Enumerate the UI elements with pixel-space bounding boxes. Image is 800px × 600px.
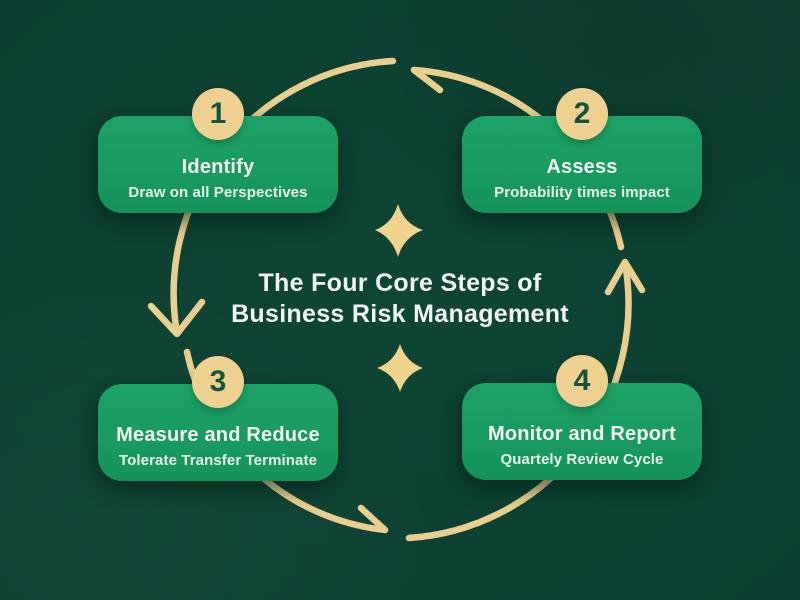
sparkle-top-icon [375,204,423,257]
step-label: Measure and Reduce [116,424,320,446]
step-number: 2 [573,97,591,130]
step-number-badge: 2 [556,88,608,140]
step-card-assess: 2 Assess Probability times impact [462,88,702,213]
step-number: 3 [209,365,227,398]
step-label: Assess [546,156,618,178]
step-card-identify: 1 Identify Draw on all Perspectives [98,88,338,213]
step-sublabel: Tolerate Transfer Terminate [118,452,318,469]
arrowhead-up-icon [604,258,646,296]
step-number: 4 [573,364,591,397]
arrowhead-left-icon [410,66,444,94]
step-label: Identify [181,156,255,178]
step-card-monitor-and-report: 4 Monitor and Report Quartely Review Cyc… [462,355,702,480]
step-number-badge: 3 [192,356,244,408]
diagram-title-line1: The Four Core Steps of [258,269,542,297]
arrowhead-right-icon [357,504,389,534]
sparkle-bottom-icon [377,344,423,392]
step-number: 1 [209,97,227,130]
diagram-title: The Four Core Steps of Business Risk Man… [150,268,650,330]
step-label: Monitor and Report [487,423,677,445]
diagram-title-line2: Business Risk Management [231,300,569,328]
step-number-badge: 4 [556,355,608,407]
step-card-measure-and-reduce: 3 Measure and Reduce Tolerate Transfer T… [98,356,338,481]
step-sublabel: Draw on all Perspectives [128,184,308,201]
arrowhead-down-icon [147,298,206,338]
step-sublabel: Probability times impact [494,184,670,201]
step-number-badge: 1 [192,88,244,140]
step-sublabel: Quartely Review Cycle [500,451,664,468]
